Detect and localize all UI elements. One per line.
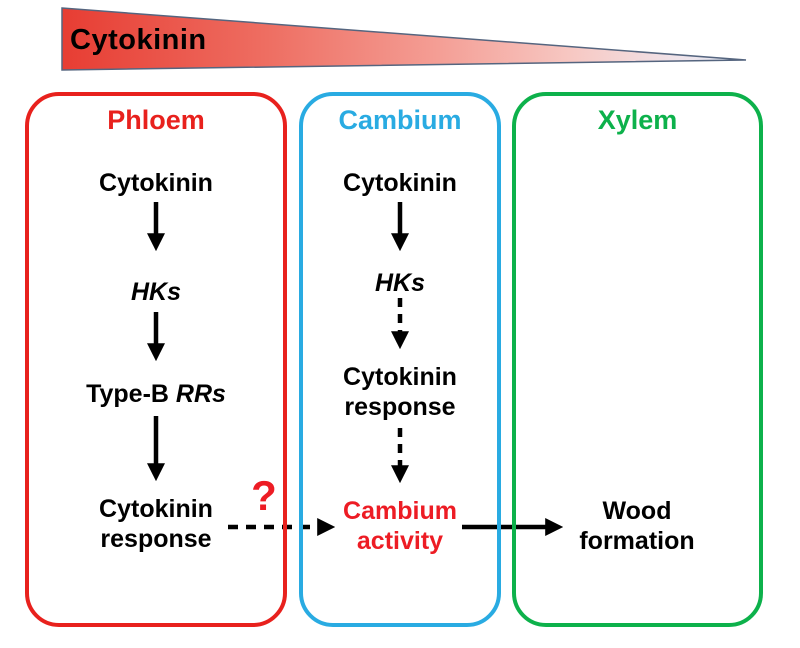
xylem-box: Xylem xyxy=(512,92,763,627)
phloem-node-type-b-rrs: Type-B RRs xyxy=(86,379,226,409)
phloem-node-cytokinin-response: Cytokinin response xyxy=(99,494,213,554)
phloem-node-hks-label: HKs xyxy=(130,278,182,306)
cambium-title: Cambium xyxy=(338,105,462,135)
phloem-response-line2: response xyxy=(100,525,212,553)
wedge-label: Cytokinin xyxy=(70,24,207,56)
wood-formation-line1: Wood xyxy=(602,497,672,525)
cambium-response-line1: Cytokinin xyxy=(343,363,457,391)
phloem-node-cytokinin: Cytokinin xyxy=(99,169,213,197)
cambium-node-cambium-activity: Cambium activity xyxy=(343,496,457,556)
wood-formation-line2: formation xyxy=(579,527,695,555)
phloem-response-line1: Cytokinin xyxy=(99,495,213,523)
xylem-node-wood-formation: Wood formation xyxy=(579,496,694,556)
question-mark-annotation: ? xyxy=(251,472,277,519)
cambium-activity-line2: activity xyxy=(356,527,444,555)
phloem-node-type-b-label: Type-B xyxy=(86,380,176,408)
phloem-box: Phloem xyxy=(25,92,287,627)
cambium-node-cytokinin: Cytokinin xyxy=(343,169,457,197)
phloem-title: Phloem xyxy=(107,105,205,135)
xylem-title: Xylem xyxy=(597,105,678,135)
cambium-response-line2: response xyxy=(344,393,456,421)
cambium-node-cytokinin-response: Cytokinin response xyxy=(343,362,457,422)
cambium-activity-line1: Cambium xyxy=(343,497,457,525)
cytokinin-gradient-wedge-icon xyxy=(61,7,747,71)
cambium-box: Cambium xyxy=(299,92,501,627)
phloem-node-hks: HKs xyxy=(131,277,181,307)
phloem-node-rrs-label: RRs xyxy=(175,380,226,408)
cambium-node-hks: HKs xyxy=(375,268,425,298)
cambium-node-hks-label: HKs xyxy=(374,269,426,297)
